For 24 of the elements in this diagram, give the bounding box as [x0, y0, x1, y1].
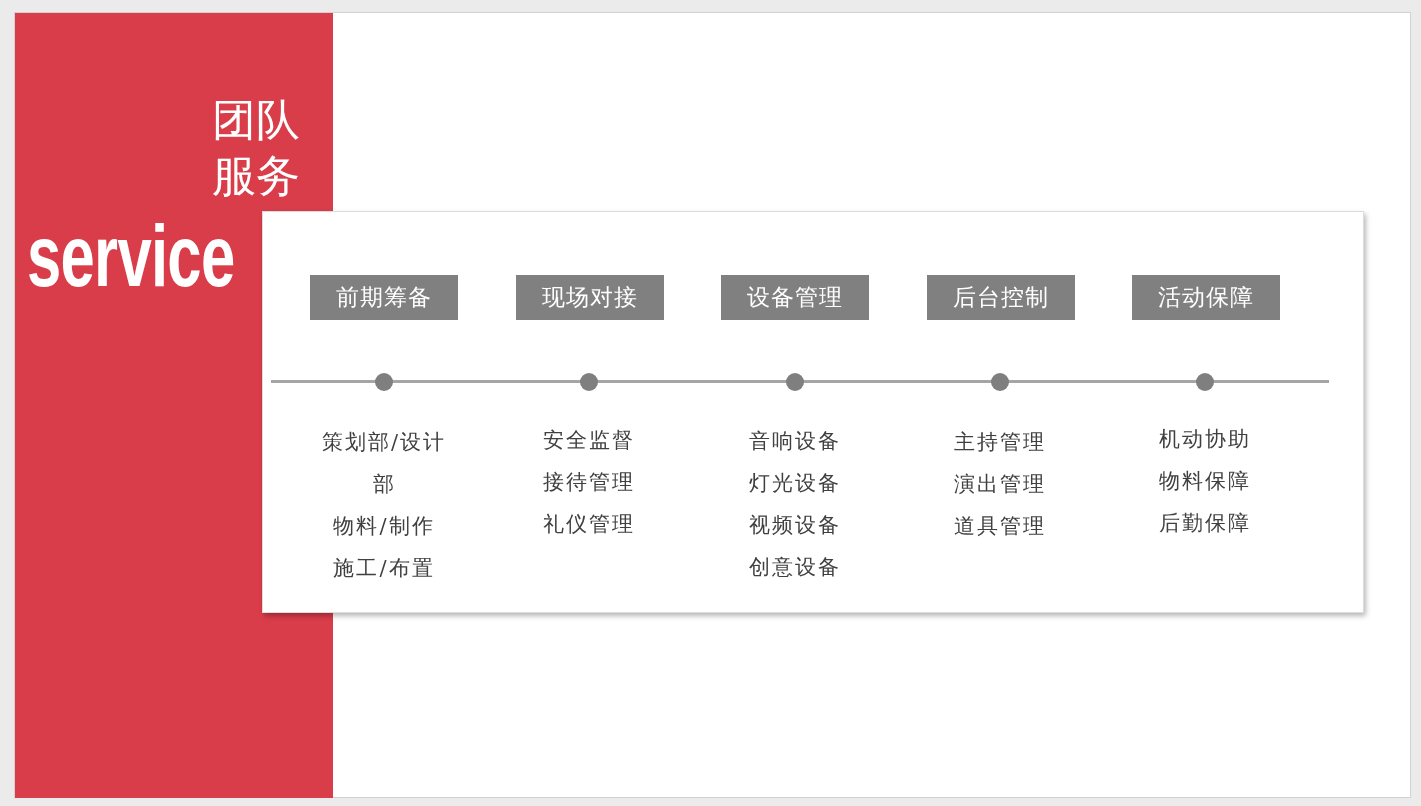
list-item: 主持管理 — [954, 429, 1046, 456]
category-box: 现场对接 — [516, 275, 664, 320]
list-item: 策划部/设计部 — [320, 429, 448, 498]
list-item: 灯光设备 — [749, 470, 841, 497]
list-item: 演出管理 — [954, 471, 1046, 498]
list-item: 机动协助 — [1159, 426, 1251, 453]
list-item: 施工/布置 — [333, 555, 435, 582]
heading-text: 团队服务 — [211, 93, 300, 203]
list-item: 物料/制作 — [333, 513, 435, 540]
category-box: 设备管理 — [721, 275, 869, 320]
category-box: 后台控制 — [927, 275, 1075, 320]
list-item: 礼仪管理 — [543, 511, 635, 538]
list-item: 接待管理 — [543, 469, 635, 496]
list-item: 创意设备 — [749, 554, 841, 581]
content-card — [262, 211, 1364, 613]
list-item: 音响设备 — [749, 428, 841, 455]
list-item: 道具管理 — [954, 513, 1046, 540]
list-item: 安全监督 — [543, 427, 635, 454]
category-box: 活动保障 — [1132, 275, 1280, 320]
english-heading: service — [27, 212, 235, 300]
list-item: 后勤保障 — [1159, 510, 1251, 537]
category-box: 前期筹备 — [310, 275, 458, 320]
list-item: 物料保障 — [1159, 468, 1251, 495]
list-item: 视频设备 — [749, 512, 841, 539]
